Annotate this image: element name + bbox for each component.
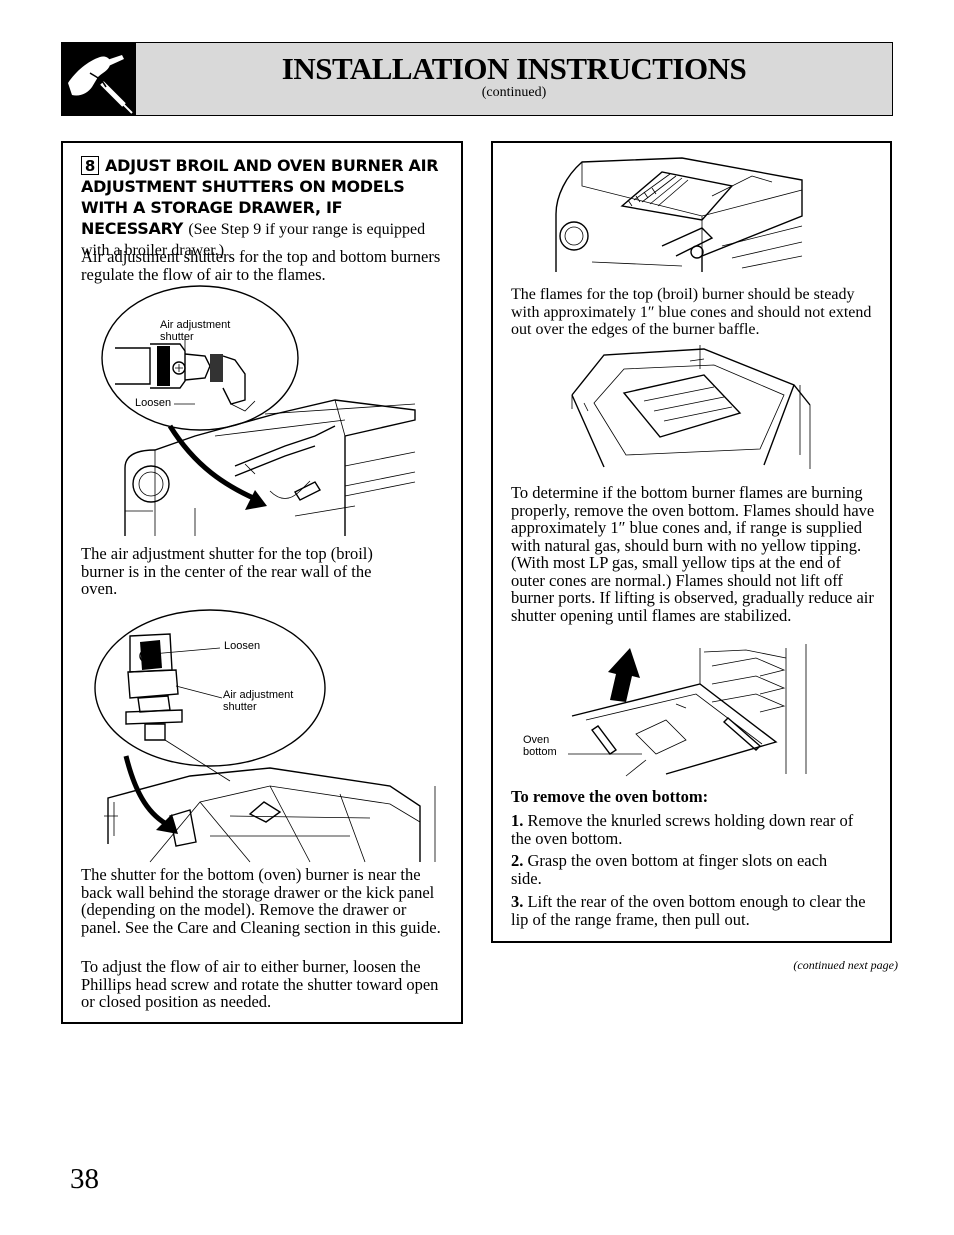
page-number: 38 [70, 1163, 99, 1195]
intro-text: Air adjustment shutters for the top and … [81, 247, 441, 284]
bottom-shutter-text: The shutter for the bottom (oven) burner… [81, 865, 441, 937]
broil-flames-text: The flames for the top (broil) burner sh… [511, 286, 872, 338]
broil-shutter-figure: Air adjustment shutter Loosen [95, 285, 425, 540]
step-3-text: Lift the rear of the oven bottom enough … [511, 892, 866, 929]
remove-step-1: 1. Remove the knurled screws holding dow… [511, 812, 871, 847]
step-title: ADJUST BROIL AND OVEN BURNER AIR ADJUSTM… [81, 156, 439, 238]
broil-burner-figure [552, 156, 812, 274]
step-3-number: 3. [511, 892, 524, 911]
remove-heading: To remove the oven bottom: [511, 787, 709, 806]
continued-next-page: (continued next page) [793, 958, 898, 972]
page-header: INSTALLATION INSTRUCTIONS (continued) [61, 42, 893, 116]
step-2-number: 2. [511, 851, 524, 870]
broil-loosen-label: Loosen [135, 397, 172, 409]
remove-step-3: 3. Lift the rear of the oven bottom enou… [511, 893, 871, 928]
oven-bottom-label: Oven bottom [523, 734, 557, 758]
broil-shutter-label: Air adjustment shutter [160, 319, 231, 343]
left-panel [61, 141, 463, 1024]
step-1-text: Remove the knurled screws holding down r… [511, 811, 854, 848]
adjust-flow-text: To adjust the flow of air to either burn… [81, 957, 439, 1011]
installer-hand-icon [62, 43, 136, 115]
page-title: INSTALLATION INSTRUCTIONS [281, 51, 747, 86]
oven-loosen-label: Loosen [224, 640, 261, 652]
remove-step-2: 2. Grasp the oven bottom at finger slots… [511, 852, 851, 887]
step-2-text: Grasp the oven bottom at finger slots on… [511, 851, 828, 888]
page-subtitle: (continued) [481, 85, 547, 100]
bottom-flames-text: To determine if the bottom burner flames… [511, 483, 875, 625]
remove-oven-bottom-figure: Oven bottom [516, 644, 816, 777]
oven-shutter-label: Air adjustment shutter [223, 689, 294, 713]
oven-shutter-figure: Loosen Air adjustment shutter [90, 606, 440, 863]
top-shutter-text: The air adjustment shutter for the top (… [81, 544, 373, 598]
step-1-number: 1. [511, 811, 524, 830]
right-panel [491, 141, 892, 943]
step-note: (See Step 9 if your range is equipped wi… [81, 221, 426, 259]
oven-bottom-figure [564, 345, 820, 469]
step-number: 8 [81, 156, 99, 175]
